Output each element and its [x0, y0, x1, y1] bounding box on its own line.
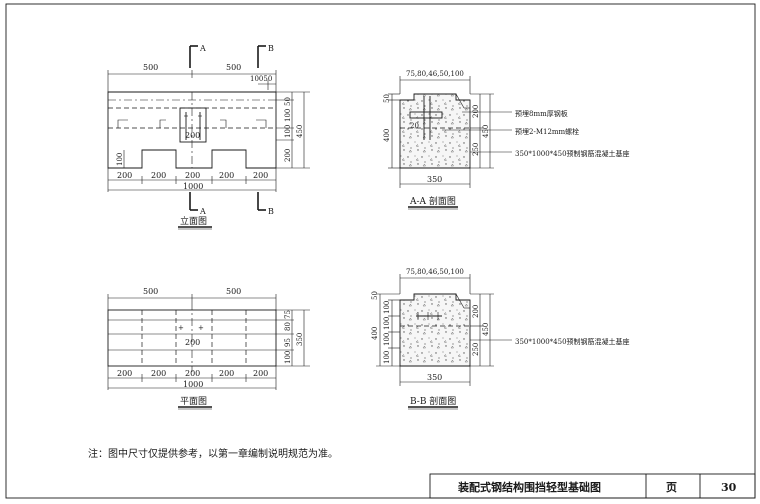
bb-dim-right-250: 250	[472, 343, 480, 356]
elev-dim-center: 200	[185, 131, 200, 140]
svg-text:+: +	[178, 324, 184, 332]
plan-dim-right-80: 80	[284, 322, 292, 331]
plan-dim-bottom-1: 200	[117, 369, 132, 378]
plan-caption: 平面图	[180, 396, 207, 407]
bb-dim-right-200: 200	[472, 305, 480, 318]
aa-callout-bolts: 预埋2-M12mm螺栓	[515, 127, 579, 136]
aa-callout-plate: 预埋8mm厚钢板	[515, 109, 568, 118]
plan-dim-bottom-2: 200	[151, 369, 166, 378]
elev-dim-right-50: 50	[284, 97, 292, 106]
aa-concrete-body	[399, 93, 471, 169]
bb-callout-base: 350*1000*450预制钢筋混凝土基座	[515, 337, 630, 346]
section-aa-view: 75,80,46,50,100 50 400 20 200 450 250 预埋…	[383, 70, 630, 210]
elev-dim-bottom-1: 200	[117, 171, 132, 180]
elev-dim-bottom-3: 200	[185, 171, 200, 180]
elev-dim-top-right: 500	[226, 63, 241, 72]
sheet-frame	[5, 3, 756, 499]
bb-concrete-body	[399, 293, 471, 367]
elev-dim-left-100: 100	[116, 153, 124, 166]
elev-dim-total: 1000	[183, 182, 203, 191]
svg-text:+: +	[198, 324, 204, 332]
elev-dim-bottom-4: 200	[219, 171, 234, 180]
plan-dim-right-75: 75	[284, 310, 292, 319]
plan-dim-top-right: 500	[226, 287, 241, 296]
page-label: 页	[666, 481, 677, 494]
section-b-label-top: B	[268, 44, 274, 53]
plan-dim-center: 200	[185, 338, 200, 347]
bb-dim-left-400: 400	[371, 327, 379, 340]
drawing-title: 装配式钢结构围挡轻型基础图	[457, 480, 601, 494]
aa-dim-left-400: 400	[383, 129, 391, 142]
page-number: 30	[721, 481, 737, 494]
title-block: 装配式钢结构围挡轻型基础图 页 30	[429, 473, 756, 499]
elev-dim-10050: 10050	[250, 75, 272, 83]
aa-inner-dim: 20	[410, 122, 419, 130]
bb-dims-top: 75,80,46,50,100	[406, 268, 464, 276]
plan-view: 500 500 + + 200 75 80 95 100 350	[107, 287, 310, 410]
plan-dim-right-350: 350	[296, 333, 304, 346]
section-bb-caption: B-B 剖面图	[410, 395, 456, 407]
bb-dim-width: 350	[427, 373, 442, 382]
bb-dim-left-100b: 100	[383, 317, 391, 330]
bb-dim-left-100a: 100	[383, 301, 391, 314]
plan-dim-bottom-4: 200	[219, 369, 234, 378]
plan-dim-top-left: 500	[143, 287, 158, 296]
elev-dim-right-200: 200	[284, 149, 292, 162]
elev-dim-bottom-2: 200	[151, 171, 166, 180]
aa-dim-width: 350	[427, 175, 442, 184]
bb-dim-right-450: 450	[482, 323, 490, 336]
section-a-label-bottom: A	[199, 207, 206, 216]
aa-callout-base: 350*1000*450预制钢筋混凝土基座	[515, 149, 630, 158]
plan-dim-total: 1000	[183, 380, 203, 389]
elev-dim-right-100b: 100	[284, 125, 292, 138]
elevation-view: A B A B 500 500 10050	[107, 44, 310, 230]
elev-dim-right-450: 450	[296, 125, 304, 138]
section-a-label-top: A	[199, 44, 206, 53]
section-marker-b-top: B	[257, 44, 274, 68]
section-b-label-bottom: B	[268, 207, 274, 216]
elevation-caption: 立面图	[180, 215, 207, 227]
aa-dim-right-450: 450	[482, 125, 490, 138]
aa-dim-right-250: 250	[472, 143, 480, 156]
section-marker-b-bottom: B	[257, 192, 274, 216]
plan-dim-right-100: 100	[284, 351, 292, 364]
plan-dim-right-95: 95	[284, 338, 292, 347]
section-marker-a-top: A	[189, 44, 206, 68]
plan-dim-bottom-3: 200	[185, 369, 200, 378]
aa-dims-top: 75,80,46,50,100	[406, 70, 464, 78]
section-marker-a-bottom: A	[189, 192, 206, 216]
bb-dim-left-100d: 100	[383, 351, 391, 364]
plan-dim-bottom-5: 200	[253, 369, 268, 378]
section-bb-view: 75,80,46,50,100 50 100 100 100 100 400 2…	[371, 268, 630, 410]
aa-dim-right-200: 200	[472, 105, 480, 118]
aa-dim-left-50: 50	[383, 94, 391, 103]
bb-dim-left-50: 50	[371, 291, 379, 300]
elev-dim-right-100a: 100	[284, 109, 292, 122]
section-aa-caption: A-A 剖面图	[409, 195, 456, 207]
elev-dim-bottom-5: 200	[253, 171, 268, 180]
bb-dim-left-100c: 100	[383, 333, 391, 346]
general-note: 注：图中尺寸仅提供参考，以第一章编制说明规范为准。	[88, 447, 338, 460]
elev-dim-top-left: 500	[143, 63, 158, 72]
